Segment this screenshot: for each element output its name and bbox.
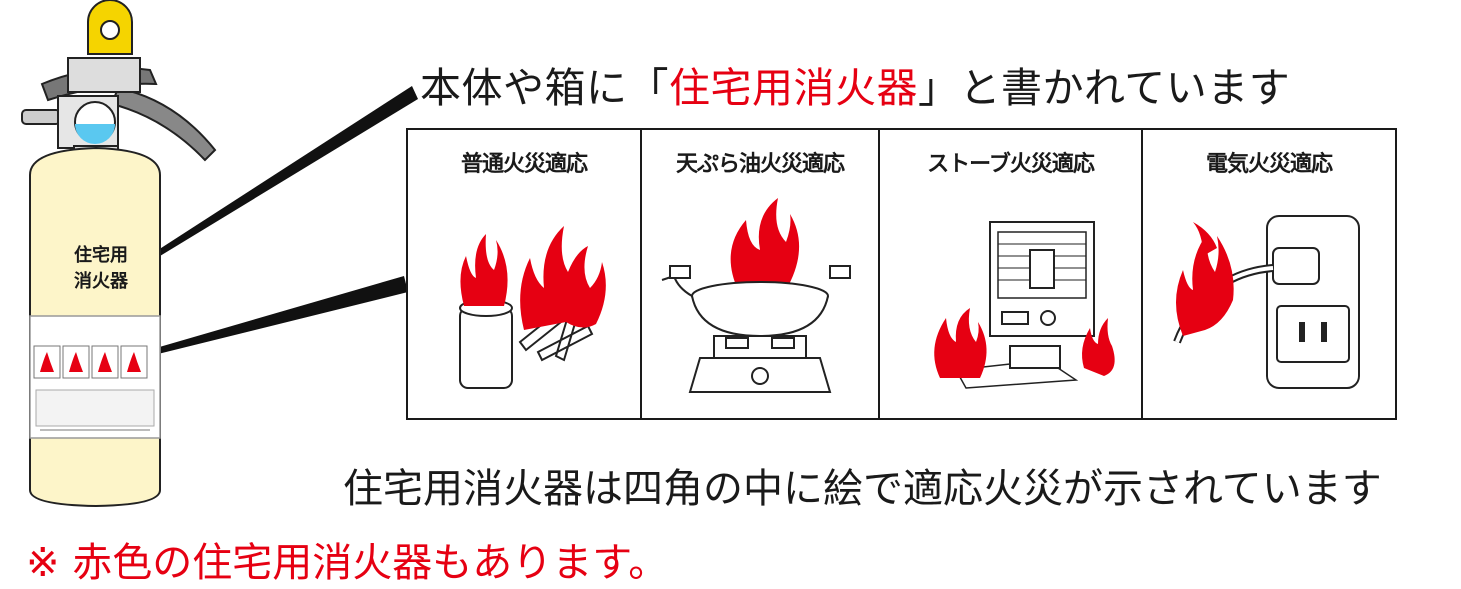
fire-type-cell-oil: 天ぷら油火災適応 [642,130,880,418]
heading: 本体や箱に「住宅用消火器」と書かれています [420,54,1290,114]
pointer-line-upper [158,86,418,256]
red-extinguisher-note: ※ 赤色の住宅用消火器もあります。 [26,540,669,586]
pointer-line-lower [156,276,408,354]
extinguisher-label-line1: 住宅用 [74,245,128,266]
heading-suffix: 」と書かれています [918,64,1291,112]
stove-fire-icon [934,221,1115,389]
extinguisher-label-line2: 消火器 [74,271,128,292]
fire-type-label: 天ぷら油火災適応 [675,152,845,177]
extinguisher-label: 住宅用 消火器 [46,243,156,295]
fire-type-cell-ordinary: 普通火災適応 [408,130,642,418]
heading-highlight: 住宅用消火器 [669,64,918,112]
fire-type-table: 普通火災適応 天ぷら油火災適応 ストーブ火災適応 [406,128,1397,420]
fire-type-label: ストーブ火災適応 [927,152,1095,177]
handle-grip-icon [110,86,217,162]
fire-extinguisher-illustration [21,0,217,508]
heading-prefix: 本体や箱に「 [420,64,669,112]
fire-type-cell-electrical: 電気火災適応 [1143,130,1395,418]
caption: 住宅用消火器は四角の中に絵で適応火災が示されています [343,466,1382,512]
burning-wood-icon [459,226,606,389]
fire-type-label: 電気火災適応 [1205,152,1333,177]
nozzle-icon [21,109,61,125]
electrical-outlet-fire-icon [1173,215,1360,389]
fire-type-cell-stove: ストーブ火災適応 [880,130,1143,418]
oil-pan-fire-icon [661,198,851,393]
fire-type-label: 普通火災適応 [460,152,588,177]
